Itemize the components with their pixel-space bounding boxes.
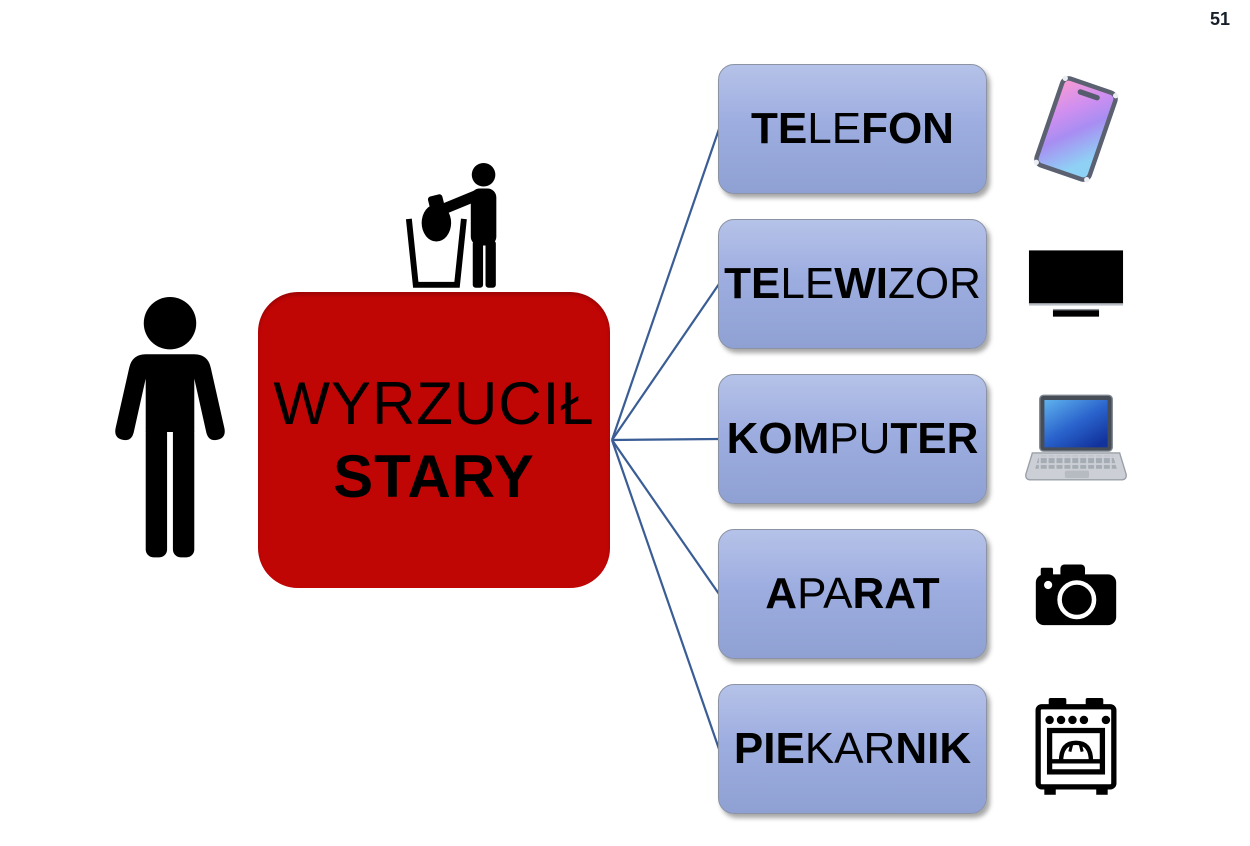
device-label: KOMPUTER (727, 414, 979, 464)
device-box-piekarnik: PIEKARNIK (718, 684, 987, 814)
center-box-line2: STARY (333, 443, 535, 510)
device-icon-holder (1016, 64, 1136, 194)
device-box-telewizor: TELEWIZOR (718, 219, 987, 349)
device-label-segment: KOM (726, 414, 830, 463)
device-label-segment: TE (751, 104, 808, 153)
device-label-segment: A (765, 569, 798, 618)
connector-line (610, 128, 721, 441)
device-icon-holder (1016, 684, 1136, 814)
device-label-segment: LE (807, 104, 862, 153)
device-row-komputer: KOMPUTER (718, 374, 1138, 504)
camera-icon (1035, 519, 1117, 669)
device-label-segment: PIE (733, 724, 805, 773)
device-box-aparat: APARAT (718, 529, 987, 659)
device-label: TELEWIZOR (724, 259, 981, 309)
device-label: APARAT (765, 569, 939, 619)
device-box-komputer: KOMPUTER (718, 374, 987, 504)
device-label-segment: NIK (895, 724, 972, 773)
device-label: PIEKARNIK (734, 724, 971, 774)
connector-line (610, 439, 721, 750)
oven-icon (1032, 674, 1120, 824)
device-label-segment: PU (829, 414, 891, 463)
connector-line (611, 439, 720, 595)
device-label-segment: KAR (804, 724, 896, 773)
device-label-segment: PA (797, 569, 853, 618)
person-icon (115, 296, 225, 558)
device-label: TELEFON (751, 104, 954, 154)
connector-line (611, 283, 720, 441)
device-label-segment: ZOR (887, 259, 981, 308)
device-label-segment: TE (724, 259, 781, 308)
center-box: WYRZUCIŁ STARY (258, 292, 610, 588)
device-row-telewizor: TELEWIZOR (718, 219, 1138, 349)
device-row-piekarnik: PIEKARNIK (718, 684, 1138, 814)
page-number: 51 (1209, 9, 1230, 29)
device-label-segment: WI (834, 259, 888, 308)
device-box-telefon: TELEFON (718, 64, 987, 194)
tv-icon (1028, 209, 1124, 359)
device-label-segment: TER (890, 414, 979, 463)
device-icon-holder (1016, 529, 1136, 659)
center-box-line1: WYRZUCIŁ (273, 369, 595, 437)
device-icon-holder (1016, 219, 1136, 349)
device-label-segment: RAT (852, 569, 940, 618)
device-label-segment: FON (861, 104, 954, 153)
device-row-aparat: APARAT (718, 529, 1138, 659)
smartphone-icon (1021, 48, 1130, 211)
connector-line (611, 437, 720, 442)
litter-disposal-icon (405, 162, 497, 288)
device-label-segment: LE (780, 259, 835, 308)
device-icon-holder (1016, 374, 1136, 504)
device-row-telefon: TELEFON (718, 64, 1138, 194)
laptop-icon (1024, 364, 1128, 514)
